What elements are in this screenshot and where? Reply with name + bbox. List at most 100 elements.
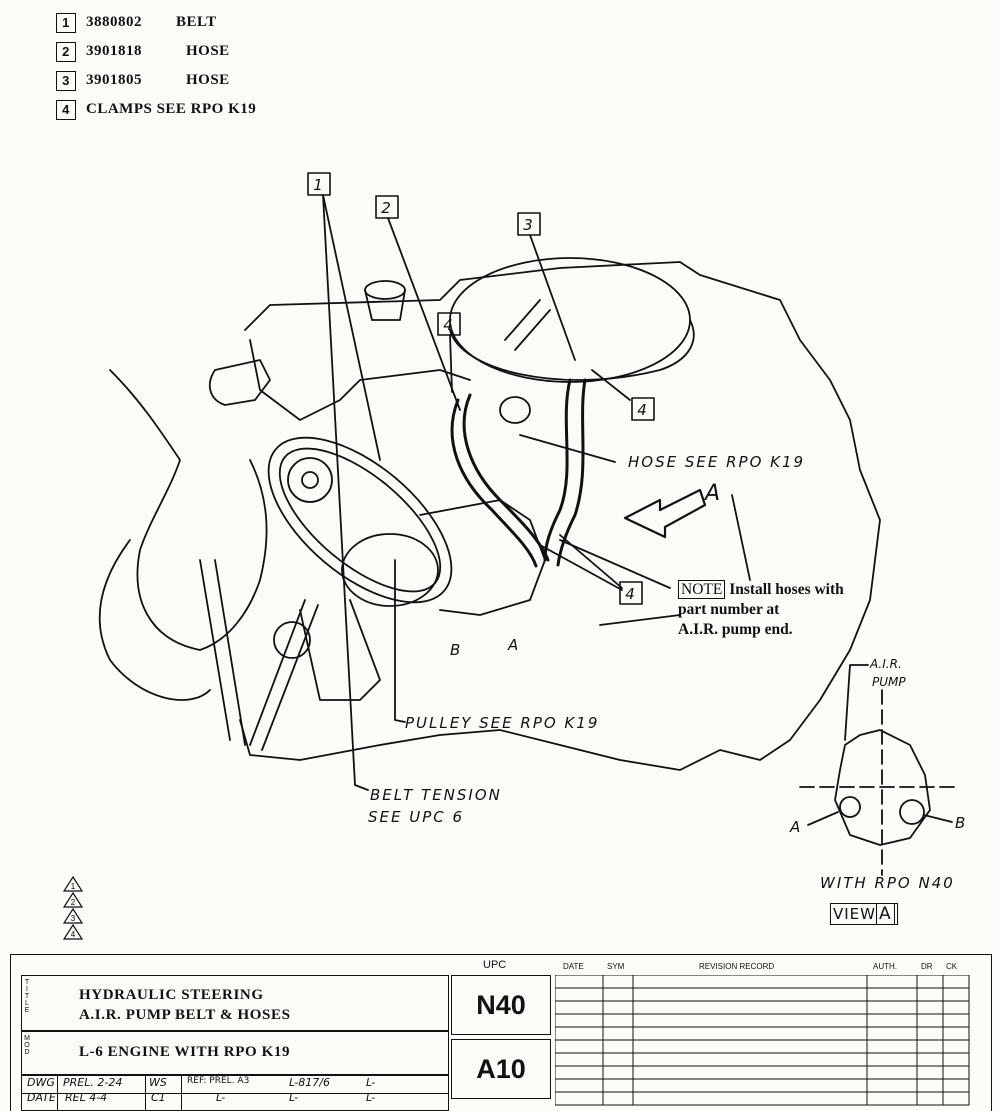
leader-port-b [923,814,953,823]
title-block: TITLE MOD HYDRAULIC STEERING A.I.R. PUMP… [10,954,992,1111]
leader-note-bottom [599,614,681,626]
leader-pulley [394,559,406,723]
item-number-box: 1 [56,12,76,33]
check-valve [499,396,531,424]
divider [21,1093,449,1094]
pump-pulley [341,533,439,607]
belt [267,436,453,604]
callout-4: 4 [437,312,461,336]
callout-text: 4 [443,316,455,334]
ref-label: REF: PREL. A3 [187,1076,250,1086]
leader-note [559,494,751,589]
part-note: CLAMPS SEE RPO K19 [86,101,257,117]
upc-cell: N40 [451,975,551,1035]
part-name: BELT [176,14,217,30]
leader-1 [322,194,381,461]
parts-row: 4 CLAMPS SEE RPO K19 [56,95,256,124]
hose-label: HOSE SEE RPO K19 [628,453,805,471]
pulley-label: PULLEY SEE RPO K19 [405,714,599,732]
leader-3 [529,234,576,361]
parts-row: 1 3880802 BELT [56,8,256,37]
lower-belt [199,559,319,751]
item-number-box: 4 [56,99,76,120]
leader-4a [449,334,453,393]
callout-1: 1 [307,172,331,196]
date-initials: C1 [151,1091,166,1104]
ref-line: L-817/6 [289,1076,330,1089]
engine-block-outline [239,261,881,771]
leader-1b [322,194,369,791]
leader-2 [387,217,461,411]
part-number: 3880802 [86,14,142,30]
air-cleaner-tube [504,299,551,351]
note-tag: NOTE [678,580,726,599]
revision-triangle: 2 [62,891,84,908]
callout-4: 4 [619,581,643,605]
pump-end-outline [834,729,931,846]
rev-header: CK [946,962,958,971]
code-cell: A10 [451,1039,551,1099]
hose-3-outer [556,378,587,567]
revision-triangle: 4 [62,923,84,940]
dwg-value: PREL. 2-24 [63,1076,123,1089]
side-text: MOD [24,1035,30,1056]
hose-2-outer [450,398,538,568]
callout-text: 3 [523,216,535,234]
bracket [299,599,381,701]
leader-port-a [807,811,839,826]
port-a [839,796,861,818]
ref-line: L- [289,1091,299,1104]
view-letter: A [876,903,895,925]
dwg-label: DWG [27,1076,55,1089]
thermostat-housing [208,359,271,406]
parts-row: 3 3901805 HOSE [56,66,256,95]
rev-header: DR [921,962,933,971]
filler-cap [364,280,406,300]
part-number: 3901818 [86,43,142,59]
hose-3 [543,378,572,562]
valve-cover [249,339,471,421]
revision-triangles: 1 2 3 4 [62,876,84,940]
fan-blade [98,539,211,701]
side-text: TITLE [24,979,30,1014]
leader-4b [591,369,631,401]
section-code: A10 [476,1054,526,1084]
date-label: DATE [27,1091,56,1104]
fan-blade [109,369,268,651]
revision-grid [555,975,970,1106]
upc-header: UPC [483,959,507,971]
port-b [899,799,925,825]
mod-text: L-6 ENGINE WITH RPO K19 [79,1044,291,1060]
note-text: part number at [678,601,780,618]
item-number-box: 2 [56,41,76,62]
view-arrow [623,488,707,539]
view-arrow-letter: A [703,481,722,506]
port-a-label: A [507,636,520,654]
part-name: HOSE [186,43,230,59]
view-word: VIEW [833,905,876,923]
pump-label: A.I.R. [869,657,902,671]
revision-number: 2 [71,898,76,907]
leader-pump [844,664,869,741]
callout-text: 1 [313,176,325,194]
view-a-diagram: A.I.R. PUMP A B WITH RPO N40 [789,657,965,892]
title-line: A.I.R. PUMP BELT & HOSES [79,1007,291,1023]
note-text: Install hoses with [729,581,844,598]
ref-line: L- [366,1091,376,1104]
install-note: NOTE Install hoses with part number at A… [678,580,844,640]
title-line: HYDRAULIC STEERING [79,987,264,1003]
filler-neck [364,289,406,321]
ref-line: L- [216,1091,226,1104]
callout-text: 4 [637,401,649,419]
engine-diagram: 1 2 3 4 4 4 A B A HOSE SEE RPO K19 PULLE… [98,172,965,892]
belt-tension-label: SEE UPC 6 [368,808,464,826]
title-cell [21,975,449,1031]
date-value: REL 4-4 [65,1091,108,1104]
part-name: HOSE [186,72,230,88]
leader-hose [519,434,616,463]
belt-tension-label: BELT TENSION [370,786,502,804]
rev-header: DATE [563,962,584,971]
revision-number: 4 [71,930,76,939]
callout-3: 3 [517,212,541,236]
revision-number: 3 [71,914,76,923]
